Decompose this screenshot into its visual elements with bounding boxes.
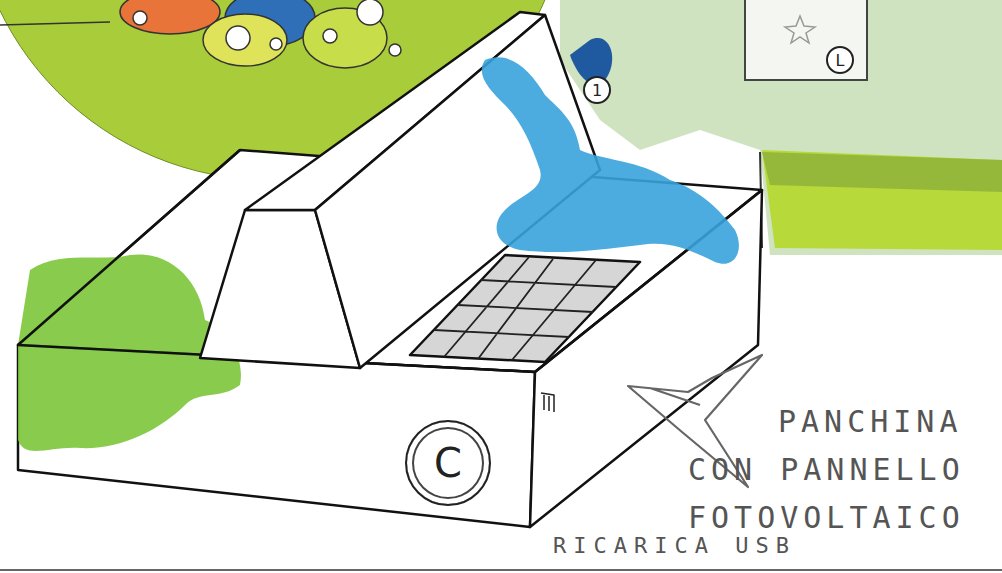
yellow-bubble <box>203 14 287 66</box>
feature-note: RICARICA USB <box>553 532 853 560</box>
bubble-hole <box>323 29 337 43</box>
bubble-hole <box>357 0 383 25</box>
bubble-hole <box>133 11 147 25</box>
callout-circle: L <box>826 46 854 74</box>
lime-band <box>762 150 1002 250</box>
band-shadow <box>762 152 1002 192</box>
callout-circle: 1 <box>583 76 611 104</box>
bubble-hole <box>389 44 401 56</box>
orange-bubble <box>120 0 220 34</box>
star-symbol <box>785 16 815 43</box>
sign-panel <box>745 0 867 80</box>
seat-edge <box>18 150 240 345</box>
callout-circle: C <box>405 420 491 506</box>
frame-line <box>0 569 1002 571</box>
panel-grid <box>434 257 616 360</box>
usb-port <box>541 393 554 412</box>
sketch-line <box>0 22 110 25</box>
caption-note: PANCHINA CON PANNELLO FOTOVOLTAICO <box>688 398 988 542</box>
callout-letter: 1 <box>592 81 602 100</box>
callout-letter: L <box>836 51 845 70</box>
bench <box>18 12 762 527</box>
callout-letter: C <box>434 440 462 486</box>
bubble-hole <box>226 26 250 50</box>
blue-blob <box>482 57 739 263</box>
solar-panel <box>410 255 640 362</box>
bubble-hole <box>270 38 282 50</box>
